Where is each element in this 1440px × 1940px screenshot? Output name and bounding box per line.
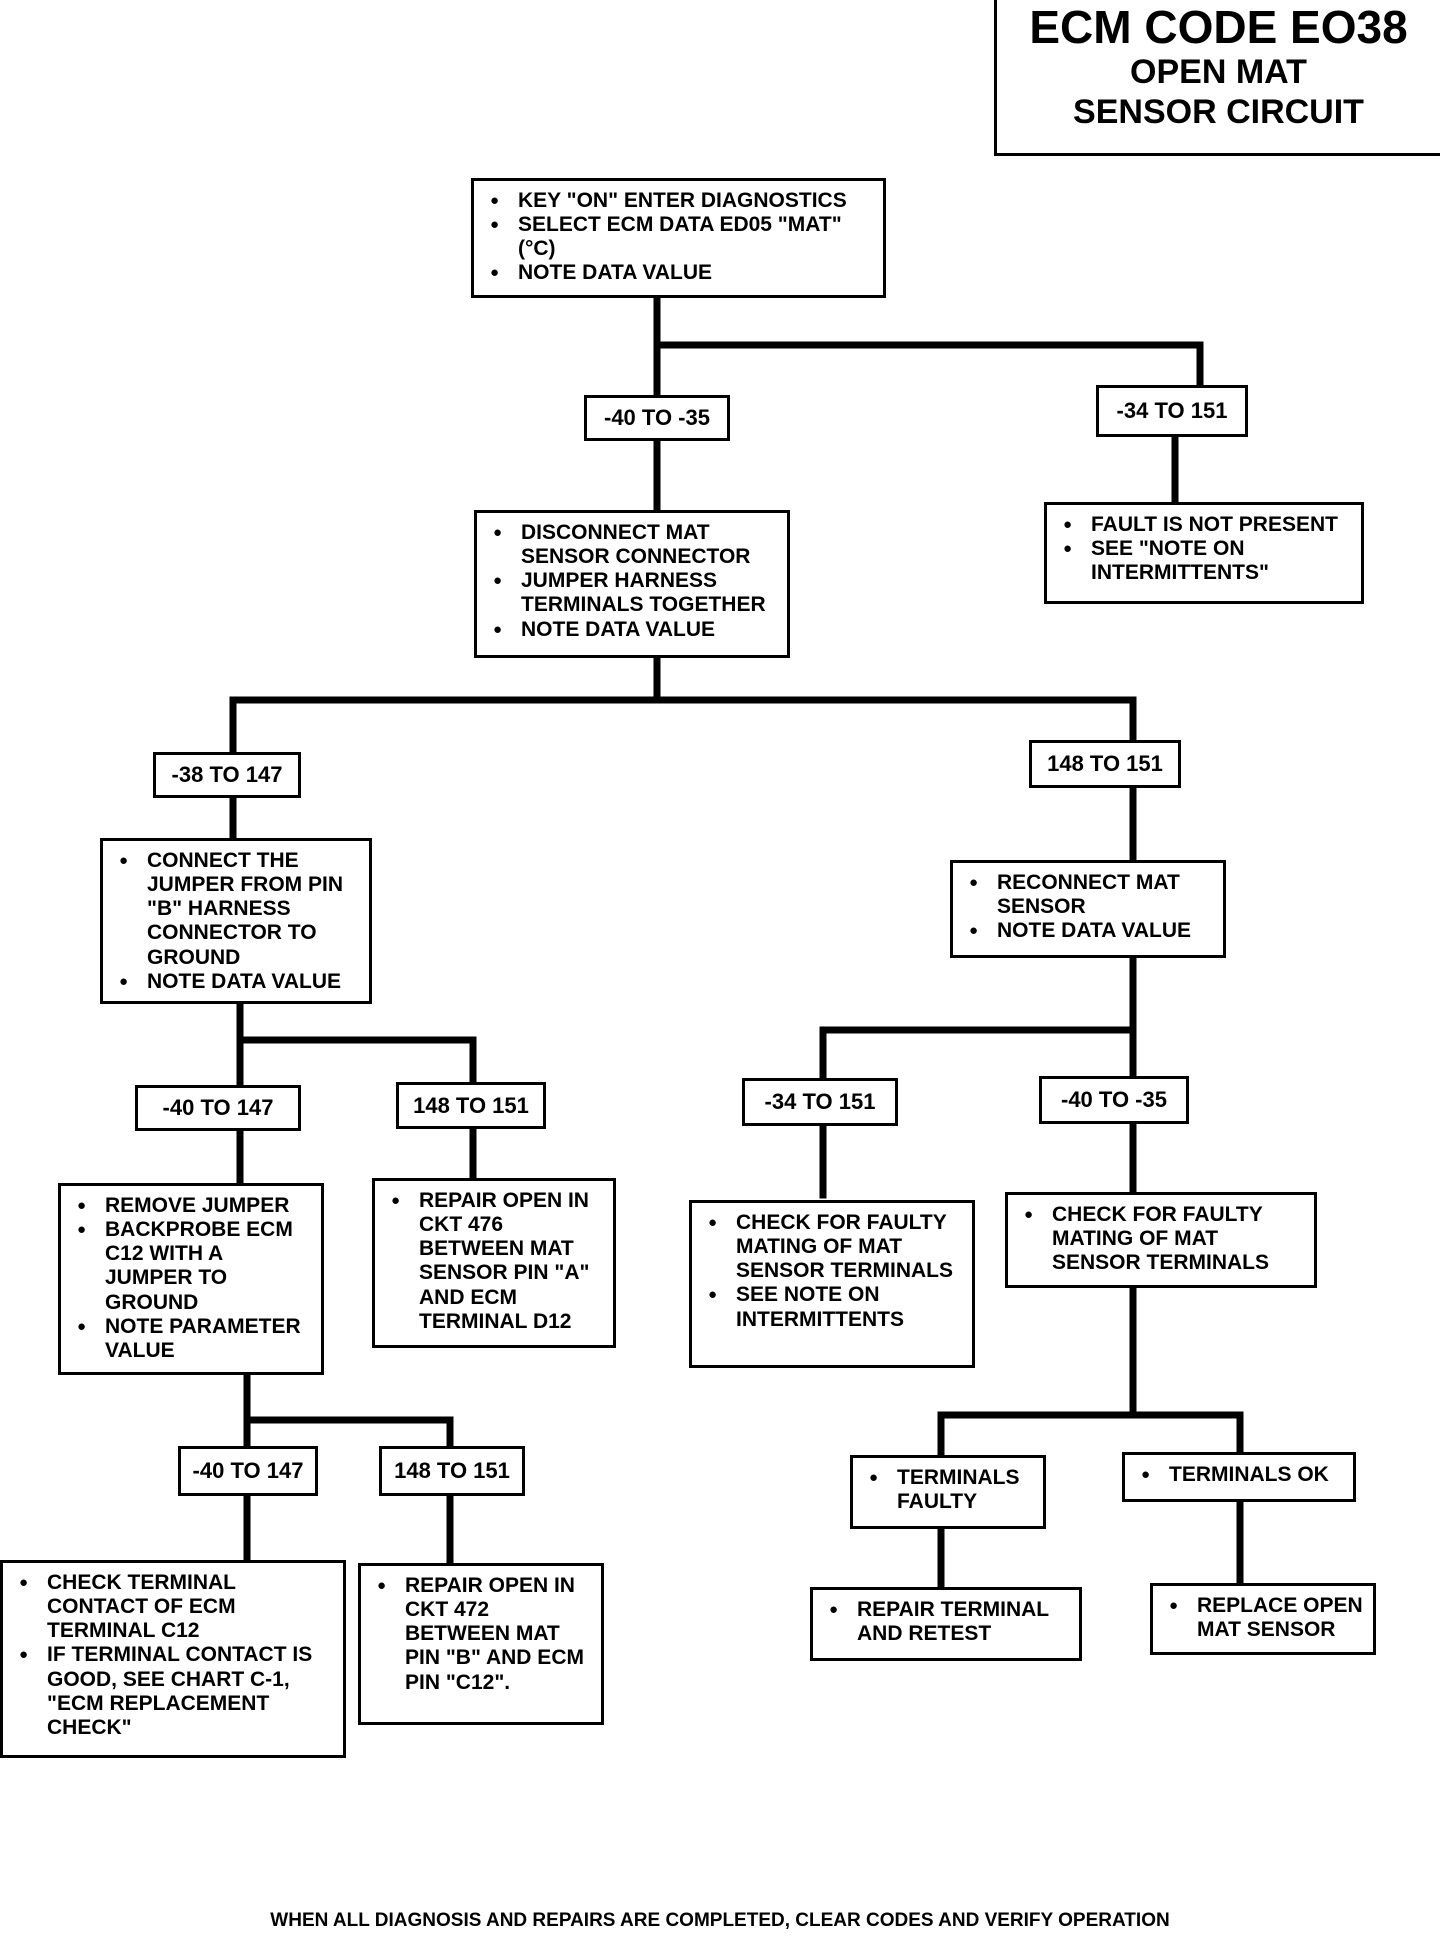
range-label: -40 TO -35 — [1039, 1076, 1189, 1124]
step-item: JUMPER HARNESS TERMINALS TOGETHER — [487, 569, 777, 617]
range-label: -40 TO -35 — [584, 395, 730, 441]
range-label: -40 TO 147 — [178, 1446, 318, 1496]
range-label: -34 TO 151 — [1096, 385, 1248, 437]
step-item: REPAIR OPEN IN CKT 476 BETWEEN MAT SENSO… — [385, 1189, 603, 1334]
step-item: REPAIR TERMINAL AND RETEST — [823, 1598, 1069, 1646]
step-item: NOTE DATA VALUE — [113, 970, 359, 994]
fault-not-present-box: FAULT IS NOT PRESENT SEE "NOTE ON INTERM… — [1044, 502, 1364, 604]
terminals-faulty-box: TERMINALS FAULTY — [850, 1455, 1046, 1529]
chart-subtitle-line2: SENSOR CIRCUIT — [1073, 93, 1364, 131]
step-item: BACKPROBE ECM C12 WITH A JUMPER TO GROUN… — [71, 1218, 311, 1315]
step-item: CHECK FOR FAULTY MATING OF MAT SENSOR TE… — [1018, 1203, 1304, 1275]
chart-subtitle-line1: OPEN MAT — [1130, 53, 1307, 91]
step-item: IF TERMINAL CONTACT IS GOOD, SEE CHART C… — [13, 1643, 333, 1740]
step-item: SEE NOTE ON INTERMITTENTS — [702, 1283, 962, 1331]
step-item: KEY "ON" ENTER DIAGNOSTICS — [484, 189, 873, 213]
check-terminal-contact-box: CHECK TERMINAL CONTACT OF ECM TERMINAL C… — [0, 1560, 346, 1758]
step-item: SELECT ECM DATA ED05 "MAT" (°C) — [484, 213, 873, 261]
range-label: -40 TO 147 — [135, 1085, 301, 1131]
step-item: REPAIR OPEN IN CKT 472 BETWEEN MAT PIN "… — [371, 1574, 591, 1695]
step-item: REMOVE JUMPER — [71, 1194, 311, 1218]
step-item: NOTE PARAMETER VALUE — [71, 1315, 311, 1363]
connect-jumper-box: CONNECT THE JUMPER FROM PIN "B" HARNESS … — [100, 838, 372, 1004]
step-item: CHECK FOR FAULTY MATING OF MAT SENSOR TE… — [702, 1211, 962, 1283]
step-item: SEE "NOTE ON INTERMITTENTS" — [1057, 537, 1351, 585]
replace-sensor-box: REPLACE OPEN MAT SENSOR — [1150, 1583, 1376, 1655]
range-label: 148 TO 151 — [1029, 740, 1181, 788]
step-item: CHECK TERMINAL CONTACT OF ECM TERMINAL C… — [13, 1571, 333, 1643]
chart-code-title: ECM CODE EO38 — [1029, 1, 1408, 53]
repair-ckt-472-box: REPAIR OPEN IN CKT 472 BETWEEN MAT PIN "… — [358, 1563, 604, 1725]
repair-ckt-476-box: REPAIR OPEN IN CKT 476 BETWEEN MAT SENSO… — [372, 1178, 616, 1348]
check-mating-box-2: CHECK FOR FAULTY MATING OF MAT SENSOR TE… — [1005, 1192, 1317, 1288]
step-item: NOTE DATA VALUE — [484, 261, 873, 285]
step-item: TERMINALS FAULTY — [863, 1466, 1033, 1514]
step-item: DISCONNECT MAT SENSOR CONNECTOR — [487, 521, 777, 569]
step-item: REPLACE OPEN MAT SENSOR — [1163, 1594, 1363, 1642]
repair-terminal-box: REPAIR TERMINAL AND RETEST — [810, 1587, 1082, 1661]
footer-note: WHEN ALL DIAGNOSIS AND REPAIRS ARE COMPL… — [270, 1910, 1170, 1931]
range-label: 148 TO 151 — [396, 1082, 546, 1129]
step-item: TERMINALS OK — [1135, 1463, 1343, 1487]
step-item: CONNECT THE JUMPER FROM PIN "B" HARNESS … — [113, 849, 359, 970]
terminals-ok-box: TERMINALS OK — [1122, 1452, 1356, 1502]
remove-jumper-box: REMOVE JUMPER BACKPROBE ECM C12 WITH A J… — [58, 1183, 324, 1375]
reconnect-sensor-box: RECONNECT MAT SENSOR NOTE DATA VALUE — [950, 860, 1226, 958]
chart-title-block: ECM CODE EO38 OPEN MAT SENSOR CIRCUIT — [994, 0, 1440, 156]
step-item: RECONNECT MAT SENSOR — [963, 871, 1213, 919]
start-step-box: KEY "ON" ENTER DIAGNOSTICS SELECT ECM DA… — [471, 178, 886, 298]
range-label: 148 TO 151 — [379, 1446, 525, 1496]
range-label: -34 TO 151 — [742, 1078, 898, 1126]
check-mating-box-1: CHECK FOR FAULTY MATING OF MAT SENSOR TE… — [689, 1200, 975, 1368]
step-item: FAULT IS NOT PRESENT — [1057, 513, 1351, 537]
step-item: NOTE DATA VALUE — [487, 618, 777, 642]
range-label: -38 TO 147 — [153, 752, 301, 798]
step-item: NOTE DATA VALUE — [963, 919, 1213, 943]
disconnect-sensor-box: DISCONNECT MAT SENSOR CONNECTOR JUMPER H… — [474, 510, 790, 658]
